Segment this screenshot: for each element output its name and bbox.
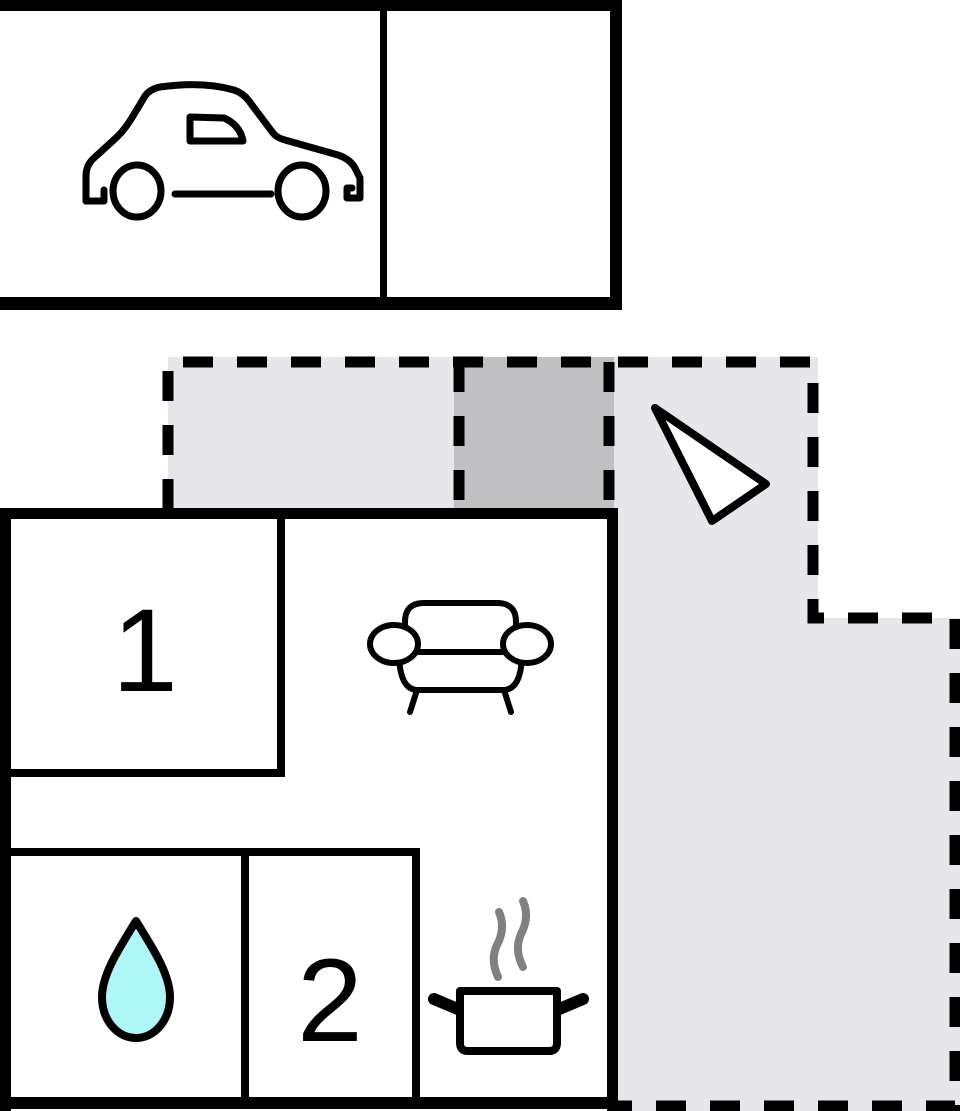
apartment-walls xyxy=(0,508,618,1111)
pot-handle-right xyxy=(551,993,589,1016)
garage-right-wall xyxy=(610,0,622,310)
interior-wall-room1-right xyxy=(277,508,285,777)
garage-top-wall xyxy=(0,0,622,11)
exterior-wall-left xyxy=(0,508,11,1111)
interior-wall-bathroom-right xyxy=(241,848,249,1103)
balcony-right-outline xyxy=(618,356,960,1111)
pot-steam-left xyxy=(489,908,506,981)
car-window-path xyxy=(186,113,247,145)
sofa-leg-right xyxy=(501,687,514,715)
sofa-armrest-right xyxy=(500,622,554,666)
interior-wall-room2-right xyxy=(412,848,420,1103)
interior-wall-lower-top xyxy=(0,848,420,856)
balcony-areas xyxy=(168,357,960,1111)
car-wheel-front xyxy=(109,161,165,221)
room-2-number: 2 xyxy=(297,935,363,1067)
balcony-outlines xyxy=(162,356,960,1111)
pot-body xyxy=(456,987,561,1055)
water-drop-shape xyxy=(98,917,174,1042)
garage-interior-divider xyxy=(380,11,387,298)
balcony-upper-outline xyxy=(162,356,614,509)
cooking-pot-icon xyxy=(428,897,589,1055)
north-arrow-icon xyxy=(651,404,770,525)
pot-steam-right xyxy=(514,897,530,971)
exterior-wall-right xyxy=(607,508,618,1111)
interior-wall-room1-bottom xyxy=(0,769,285,777)
car-underbody-path xyxy=(82,186,275,205)
pot-handle-left xyxy=(428,993,466,1016)
room-1-number: 1 xyxy=(112,585,178,717)
exterior-wall-top xyxy=(0,508,618,519)
water-drop-icon xyxy=(98,917,174,1042)
garage-bottom-wall xyxy=(0,297,622,310)
balcony-upper-dark xyxy=(454,357,614,509)
balcony-right-terrace xyxy=(614,357,960,1111)
north-arrow-shape xyxy=(651,404,770,525)
car-icon xyxy=(82,81,364,221)
car-body-path xyxy=(82,81,364,205)
sofa-leg-left xyxy=(407,687,420,715)
balcony-upper-light xyxy=(168,357,454,509)
sofa-backrest xyxy=(402,600,519,655)
car-wheel-rear xyxy=(274,161,330,221)
sofa-icon xyxy=(367,600,554,715)
garage-block-walls xyxy=(0,0,622,310)
sofa-armrest-left xyxy=(367,622,421,666)
exterior-wall-bottom xyxy=(0,1097,618,1109)
sofa-seat xyxy=(396,649,525,693)
